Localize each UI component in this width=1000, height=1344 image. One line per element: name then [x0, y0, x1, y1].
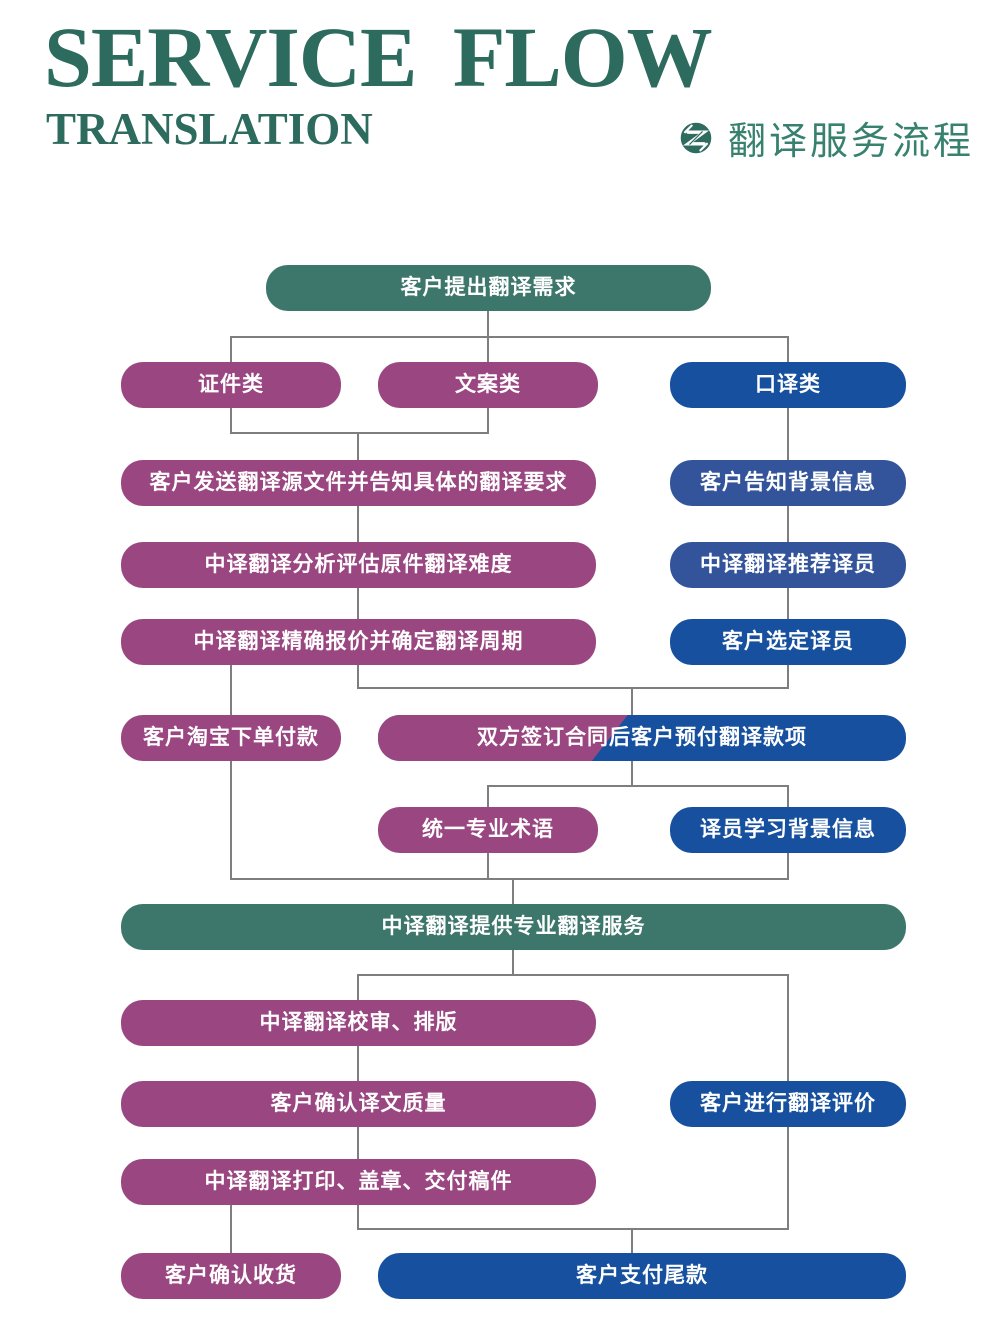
- connector-vertical: [787, 408, 789, 460]
- connector-vertical: [357, 433, 359, 460]
- connector-vertical: [357, 1127, 359, 1159]
- connector-vertical: [230, 408, 232, 433]
- connector-vertical: [230, 665, 232, 715]
- flow-node-sendfile: 客户发送翻译源文件并告知具体的翻译要求: [121, 460, 596, 506]
- connector-vertical: [357, 975, 359, 1000]
- connector-vertical: [357, 588, 359, 619]
- connector-vertical: [487, 853, 489, 879]
- connector-vertical: [230, 761, 232, 879]
- connector-vertical: [230, 1205, 232, 1253]
- flow-node-label: 客户支付尾款: [576, 1264, 708, 1287]
- connector-vertical: [631, 688, 633, 715]
- flow-node-quote: 中译翻译精确报价并确定翻译周期: [121, 619, 596, 665]
- connector-vertical: [357, 1205, 359, 1229]
- flow-node-evaluate: 客户进行翻译评价: [670, 1081, 906, 1127]
- connector-vertical: [787, 506, 789, 542]
- connector-vertical: [787, 853, 789, 879]
- connector-vertical: [357, 1046, 359, 1081]
- flow-node-label: 客户选定译员: [722, 630, 854, 653]
- flow-node-label: 客户淘宝下单付款: [143, 726, 319, 749]
- flow-node-deliver: 中译翻译打印、盖章、交付稿件: [121, 1159, 596, 1205]
- flow-node-assess: 中译翻译分析评估原件翻译难度: [121, 542, 596, 588]
- flow-node-label: 中译翻译校审、排版: [259, 1011, 458, 1034]
- flow-node-terms: 统一专业术语: [378, 807, 598, 853]
- flow-node-label: 客户发送翻译源文件并告知具体的翻译要求: [149, 471, 568, 494]
- connector-vertical: [512, 879, 514, 904]
- flow-node-label: 客户确认收货: [165, 1264, 297, 1287]
- tagline: 翻译服务流程: [727, 121, 974, 163]
- flow-node-label: 中译翻译推荐译员: [700, 553, 876, 576]
- flow-node-label: 口译类: [755, 373, 821, 396]
- connector-vertical: [512, 950, 514, 975]
- connector-vertical: [787, 975, 789, 1081]
- connector-horizontal: [230, 878, 789, 880]
- page-subtitle: TRANSLATION: [46, 104, 373, 154]
- connector-vertical: [787, 1127, 789, 1229]
- flow-node-bginfo: 客户告知背景信息: [670, 460, 906, 506]
- flow-node-label: 双方签订合同后客户预付翻译款项: [477, 726, 807, 749]
- flow-node-contract: 双方签订合同后客户预付翻译款项: [378, 715, 906, 761]
- flow-node-taobao: 客户淘宝下单付款: [121, 715, 341, 761]
- page-title: SERVICE FLOW: [44, 9, 713, 105]
- connector-vertical: [357, 506, 359, 542]
- connector-horizontal: [230, 432, 489, 434]
- connector-horizontal: [357, 974, 789, 976]
- connector-horizontal: [487, 785, 789, 787]
- connector-vertical: [787, 665, 789, 688]
- flow-node-label: 译员学习背景信息: [700, 818, 876, 841]
- flow-node-recommend: 中译翻译推荐译员: [670, 542, 906, 588]
- flow-node-label: 统一专业术语: [422, 818, 554, 841]
- connector-vertical: [787, 588, 789, 619]
- connector-horizontal: [230, 336, 789, 338]
- connector-vertical: [487, 337, 489, 362]
- connector-vertical: [230, 337, 232, 362]
- connector-vertical: [787, 337, 789, 362]
- flow-node-label: 客户确认译文质量: [270, 1092, 447, 1115]
- connector-vertical: [487, 408, 489, 433]
- zhongyi-logo-icon: [680, 122, 712, 153]
- flow-node-label: 客户进行翻译评价: [700, 1092, 876, 1115]
- flow-node-label: 客户告知背景信息: [700, 471, 876, 494]
- flow-node-label: 中译翻译精确报价并确定翻译周期: [193, 630, 524, 653]
- connector-vertical: [787, 786, 789, 807]
- connector-vertical: [631, 1229, 633, 1253]
- flow-node-copywrite: 文案类: [378, 362, 598, 408]
- flow-node-receive: 客户确认收货: [121, 1253, 341, 1299]
- flow-node-select: 客户选定译员: [670, 619, 906, 665]
- flow-node-provide: 中译翻译提供专业翻译服务: [121, 904, 906, 950]
- connector-horizontal: [357, 1228, 789, 1230]
- flow-node-label: 中译翻译分析评估原件翻译难度: [204, 553, 513, 576]
- flow-node-confirmq: 客户确认译文质量: [121, 1081, 596, 1127]
- split-node-purple-section: [378, 715, 628, 761]
- flow-node-proofread: 中译翻译校审、排版: [121, 1000, 596, 1046]
- flow-node-learnbg: 译员学习背景信息: [670, 807, 906, 853]
- flow-node-label: 中译翻译打印、盖章、交付稿件: [204, 1170, 513, 1193]
- connector-vertical: [487, 311, 489, 337]
- header-right-group: 翻译服务流程: [680, 110, 974, 165]
- flow-node-finalpay: 客户支付尾款: [378, 1253, 906, 1299]
- connector-horizontal: [357, 687, 789, 689]
- flow-node-interpret: 口译类: [670, 362, 906, 408]
- connector-vertical: [487, 786, 489, 807]
- flow-node-cert: 证件类: [121, 362, 341, 408]
- flow-node-label: 文案类: [455, 373, 521, 396]
- connector-vertical: [357, 665, 359, 688]
- connector-vertical: [631, 761, 633, 786]
- flow-node-label: 中译翻译提供专业翻译服务: [381, 915, 646, 938]
- flow-node-request: 客户提出翻译需求: [266, 265, 711, 311]
- flow-node-label: 客户提出翻译需求: [400, 276, 577, 299]
- flow-node-label: 证件类: [198, 373, 264, 396]
